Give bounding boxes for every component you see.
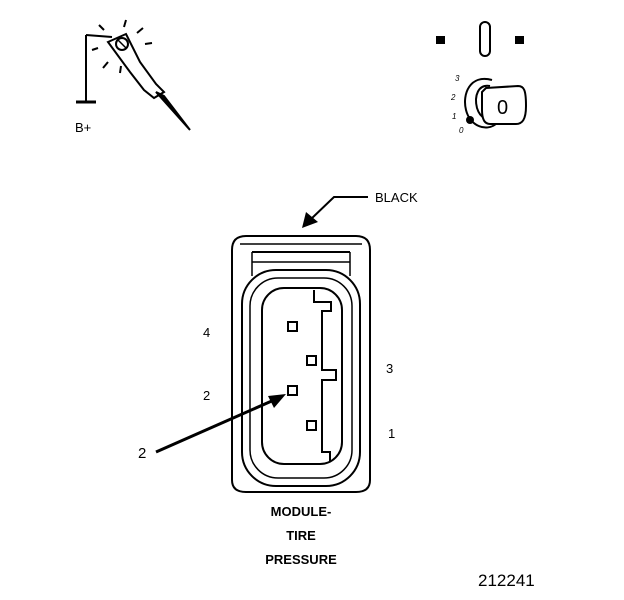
- pin-label-4: 4: [203, 325, 210, 340]
- glow-rays: [91, 19, 153, 74]
- black-callout-arrow: [302, 212, 318, 228]
- ignition-switch-icon: [436, 21, 528, 129]
- caption-line-3: PRESSURE: [265, 552, 337, 567]
- callout-arrow-line: [155, 398, 275, 454]
- b-plus-label: B+: [75, 120, 91, 135]
- terminal-cavity-1: [306, 420, 317, 431]
- ign-pos-1: 1: [452, 112, 456, 121]
- key-head: [481, 84, 528, 125]
- connector-housing: [231, 235, 371, 493]
- ign-pos-3: 3: [455, 74, 460, 83]
- test-light-bulb: [115, 37, 129, 51]
- connector-keying-profile: [313, 290, 337, 462]
- callout-number: 2: [138, 445, 146, 462]
- pin-label-2: 2: [203, 388, 210, 403]
- indicator-square-left: [436, 36, 445, 44]
- lock-cylinder: [464, 77, 497, 129]
- test-light-wire: [85, 34, 113, 38]
- connector-color-label: BLACK: [375, 190, 418, 205]
- position-pointer: [466, 116, 474, 124]
- pin-label-3: 3: [386, 361, 393, 376]
- terminal-cavity-3: [306, 355, 317, 366]
- key-letter: 0: [497, 97, 508, 119]
- ign-pos-0: 0: [459, 126, 464, 135]
- callout-arrow-head: [268, 394, 286, 408]
- pin-label-1: 1: [388, 426, 395, 441]
- key-slot: [479, 21, 491, 57]
- indicator-square-right: [515, 36, 524, 44]
- caption-line-1: MODULE-: [271, 504, 332, 519]
- black-callout-leader: [309, 196, 368, 221]
- terminal-cavity-2: [287, 385, 298, 396]
- terminal-cavity-4: [287, 321, 298, 332]
- test-light-icon: [76, 19, 191, 131]
- ign-pos-2: 2: [450, 93, 456, 102]
- test-light-tip: [155, 91, 191, 131]
- figure-id: 212241: [478, 571, 535, 590]
- caption-line-2: TIRE: [286, 528, 316, 543]
